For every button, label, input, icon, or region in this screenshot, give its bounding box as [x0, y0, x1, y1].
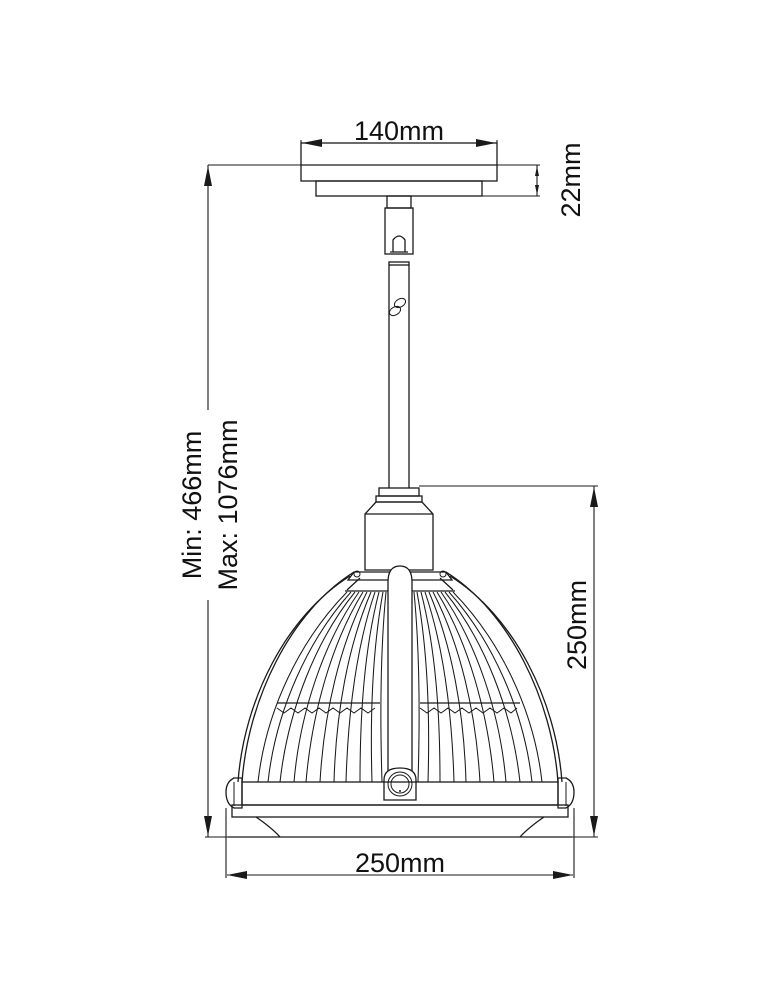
suspension-rod: [384, 195, 414, 488]
overall-height-min-label: Min: 466mm: [177, 431, 207, 580]
ceiling-canopy: [300, 142, 498, 197]
shade-height-label: 250mm: [562, 580, 592, 670]
canopy-width-label: 140mm: [354, 116, 444, 146]
dimension-canopy-height: 22mm: [482, 142, 586, 218]
dimension-shade-height: 250mm: [419, 485, 598, 838]
overall-height-max-label: Max: 1076mm: [213, 419, 243, 590]
ribbed-glass-shade: [237, 565, 563, 801]
shade-width-label: 250mm: [355, 848, 445, 878]
canopy-height-label: 22mm: [556, 142, 586, 217]
dimension-shade-width: 250mm: [225, 808, 575, 879]
dimension-canopy-width: 140mm: [300, 116, 498, 147]
dimension-overall-height: Min: 466mm Max: 1076mm: [177, 164, 301, 838]
lamp-neck: [364, 487, 434, 571]
shade-rim: [225, 777, 575, 838]
